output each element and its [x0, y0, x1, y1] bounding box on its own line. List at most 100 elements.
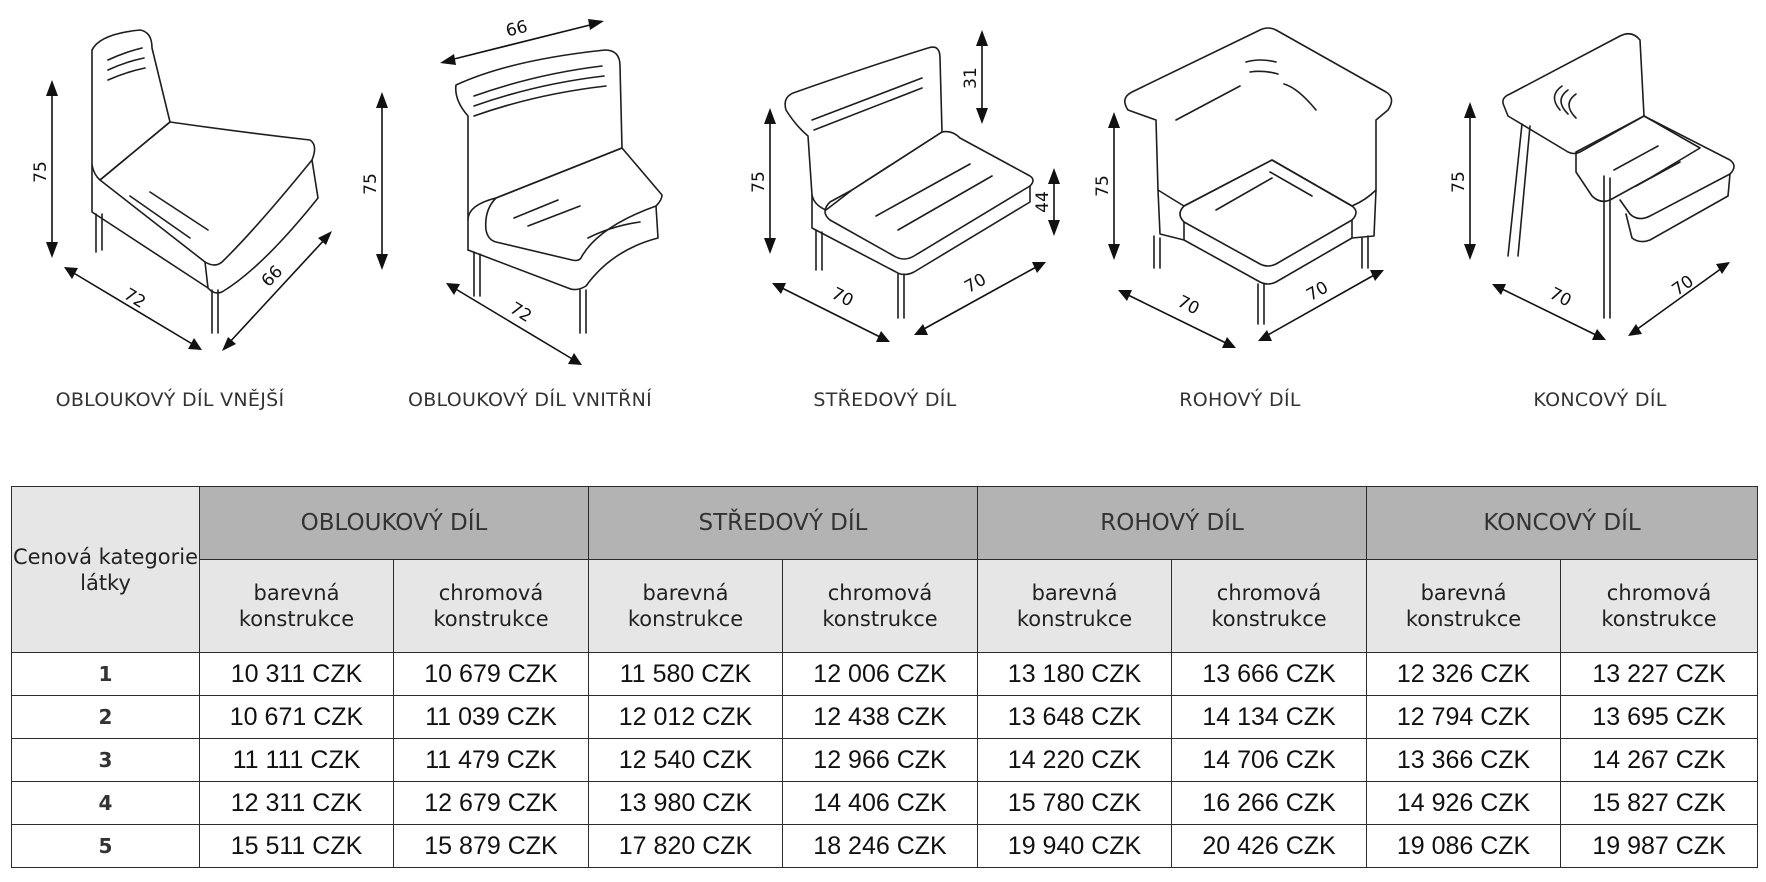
- arc-inner-top-arrow-a: [440, 54, 456, 65]
- price-cell: 11 111 CZK: [199, 738, 394, 782]
- product-drawings: 75 72 66 OBLOUKOVÝ DÍL VNĚJŠÍ: [0, 0, 1766, 440]
- price-cell: 20 426 CZK: [1171, 824, 1368, 868]
- corner-width-line: [1125, 293, 1229, 345]
- price-cell: 15 827 CZK: [1560, 781, 1759, 825]
- corner-width-arrow-b: [1222, 337, 1236, 348]
- sub-header-chrome: chromová konstrukce: [781, 559, 979, 653]
- middle-back-arrow-bottom: [976, 108, 988, 124]
- price-cell: 10 311 CZK: [199, 652, 394, 696]
- end-height-label: 75: [1449, 171, 1469, 193]
- end-backrest: [1575, 115, 1701, 203]
- price-cell: 12 006 CZK: [781, 652, 979, 696]
- end-depth-line: [1635, 267, 1723, 331]
- arc-inner-width-arrow-b: [568, 353, 582, 365]
- corner-backrest: [1124, 27, 1393, 207]
- middle-seat-label: 44: [1033, 191, 1053, 213]
- price-cell: 18 246 CZK: [781, 824, 979, 868]
- row-category: 1: [11, 652, 200, 696]
- middle-width-line: [779, 286, 883, 339]
- end-seat: [1619, 115, 1735, 220]
- price-cell: 13 366 CZK: [1366, 738, 1562, 782]
- arc-inner-top-line: [449, 23, 595, 61]
- product-name-end: KONCOVÝ DÍL: [1533, 389, 1667, 411]
- middle-height-arrow-bottom: [764, 238, 776, 254]
- group-header-middle: STŘEDOVÝ DÍL: [587, 486, 979, 560]
- product-middle: 31 44 75 70 70 STŘEDOVÝ DÍL: [730, 0, 1060, 440]
- arc-inner-seat-front: [467, 205, 659, 291]
- corner-seat-front: [1183, 219, 1353, 285]
- sub-header-chrome: chromová konstrukce: [1171, 559, 1368, 653]
- price-cell: 11 039 CZK: [393, 695, 589, 739]
- end-depth-label: 70: [1669, 272, 1698, 301]
- sub-header-chrome: chromová konstrukce: [393, 559, 589, 653]
- arc-inner-width-line: [453, 287, 575, 361]
- corner-seat-stripes: [1215, 171, 1313, 211]
- arc-outer-depth-arrow-a: [222, 337, 236, 351]
- middle-width-label: 70: [828, 284, 856, 312]
- arc-outer-back-stripes: [107, 47, 146, 81]
- price-cell: 19 086 CZK: [1366, 824, 1562, 868]
- middle-depth-label: 70: [961, 270, 990, 298]
- end-height-arrow-bottom: [1464, 244, 1476, 260]
- end-height-arrow-top: [1464, 102, 1476, 118]
- group-header-corner: ROHOVÝ DÍL: [977, 486, 1368, 560]
- arc-outer-backrest: [91, 29, 171, 181]
- table-group-header-row: Cenová kategorie látky OBLOUKOVÝ DÍL STŘ…: [11, 486, 1759, 653]
- arc-outer-depth-label: 66: [258, 262, 287, 291]
- arc-outer-seat-stripes: [129, 191, 209, 239]
- corner-drawing: 75 70 70: [1093, 27, 1393, 348]
- product-corner: 75 70 70 ROHOVÝ DÍL: [1090, 0, 1393, 440]
- middle-height-label: 75: [749, 171, 769, 193]
- arc-outer-legs: [95, 213, 219, 334]
- corner-height-arrow-bottom: [1108, 244, 1120, 260]
- arc-inner-seat-stripes: [513, 199, 641, 239]
- price-cell: 19 940 CZK: [977, 824, 1173, 868]
- arc-outer-width-arrow-b: [188, 338, 202, 350]
- row-category: 2: [11, 695, 200, 739]
- row-category: 5: [11, 824, 200, 868]
- price-cell: 12 438 CZK: [781, 695, 979, 739]
- corner-depth-line: [1265, 273, 1377, 337]
- price-cell: 12 540 CZK: [588, 738, 783, 782]
- price-cell: 12 012 CZK: [588, 695, 783, 739]
- end-drawing: 75 70 70: [1449, 32, 1735, 340]
- price-cell: 15 511 CZK: [199, 824, 394, 868]
- end-seat-stripes: [1613, 145, 1681, 187]
- arc-outer-drawing: 75 72 66: [31, 29, 332, 351]
- arc-outer-height-arrow-bottom: [46, 242, 58, 258]
- price-cell: 14 706 CZK: [1171, 738, 1368, 782]
- price-cell: 13 980 CZK: [588, 781, 783, 825]
- corner-depth-arrow-a: [1258, 330, 1272, 341]
- price-cell: 15 879 CZK: [393, 824, 589, 868]
- middle-drawing: 31 44 75 70 70: [749, 30, 1060, 342]
- arc-outer-depth-arrow-b: [318, 231, 332, 245]
- sub-header-colored: barevná konstrukce: [588, 559, 783, 653]
- arc-outer-depth-line: [227, 237, 327, 345]
- category-header: Cenová kategorie látky: [11, 486, 200, 653]
- corner-height-label: 75: [1093, 175, 1113, 197]
- arc-outer-height-arrow-top: [46, 80, 58, 96]
- price-table: Cenová kategorie látky OBLOUKOVÝ DÍL STŘ…: [11, 486, 1759, 868]
- arc-inner-top-label: 66: [504, 17, 530, 42]
- corner-sides: [1157, 189, 1377, 241]
- middle-back-stripes: [811, 77, 923, 131]
- price-cell: 16 266 CZK: [1171, 781, 1368, 825]
- arc-outer-seat: [99, 121, 316, 266]
- product-name-corner: ROHOVÝ DÍL: [1179, 389, 1301, 411]
- corner-width-arrow-a: [1118, 290, 1132, 301]
- middle-width-arrow-b: [876, 331, 890, 342]
- end-seat-front: [1625, 173, 1731, 243]
- table-row: 3 11 111 CZK 11 479 CZK 12 540 CZK 12 96…: [11, 738, 1759, 782]
- group-header-end: KONCOVÝ DÍL: [1366, 486, 1759, 560]
- arc-outer-width-line: [71, 271, 195, 346]
- middle-height-arrow-top: [764, 108, 776, 124]
- middle-depth-line: [921, 265, 1039, 331]
- product-end: 75 70 70 KONCOVÝ DÍL: [1449, 0, 1740, 440]
- price-cell: 14 220 CZK: [977, 738, 1173, 782]
- price-cell: 12 311 CZK: [199, 781, 394, 825]
- sub-header-colored: barevná konstrukce: [977, 559, 1173, 653]
- end-depth-arrow-a: [1628, 324, 1642, 336]
- group-header-arc: OBLOUKOVÝ DÍL: [199, 486, 589, 560]
- middle-depth-arrow-b: [1032, 262, 1046, 273]
- price-cell: 10 679 CZK: [393, 652, 589, 696]
